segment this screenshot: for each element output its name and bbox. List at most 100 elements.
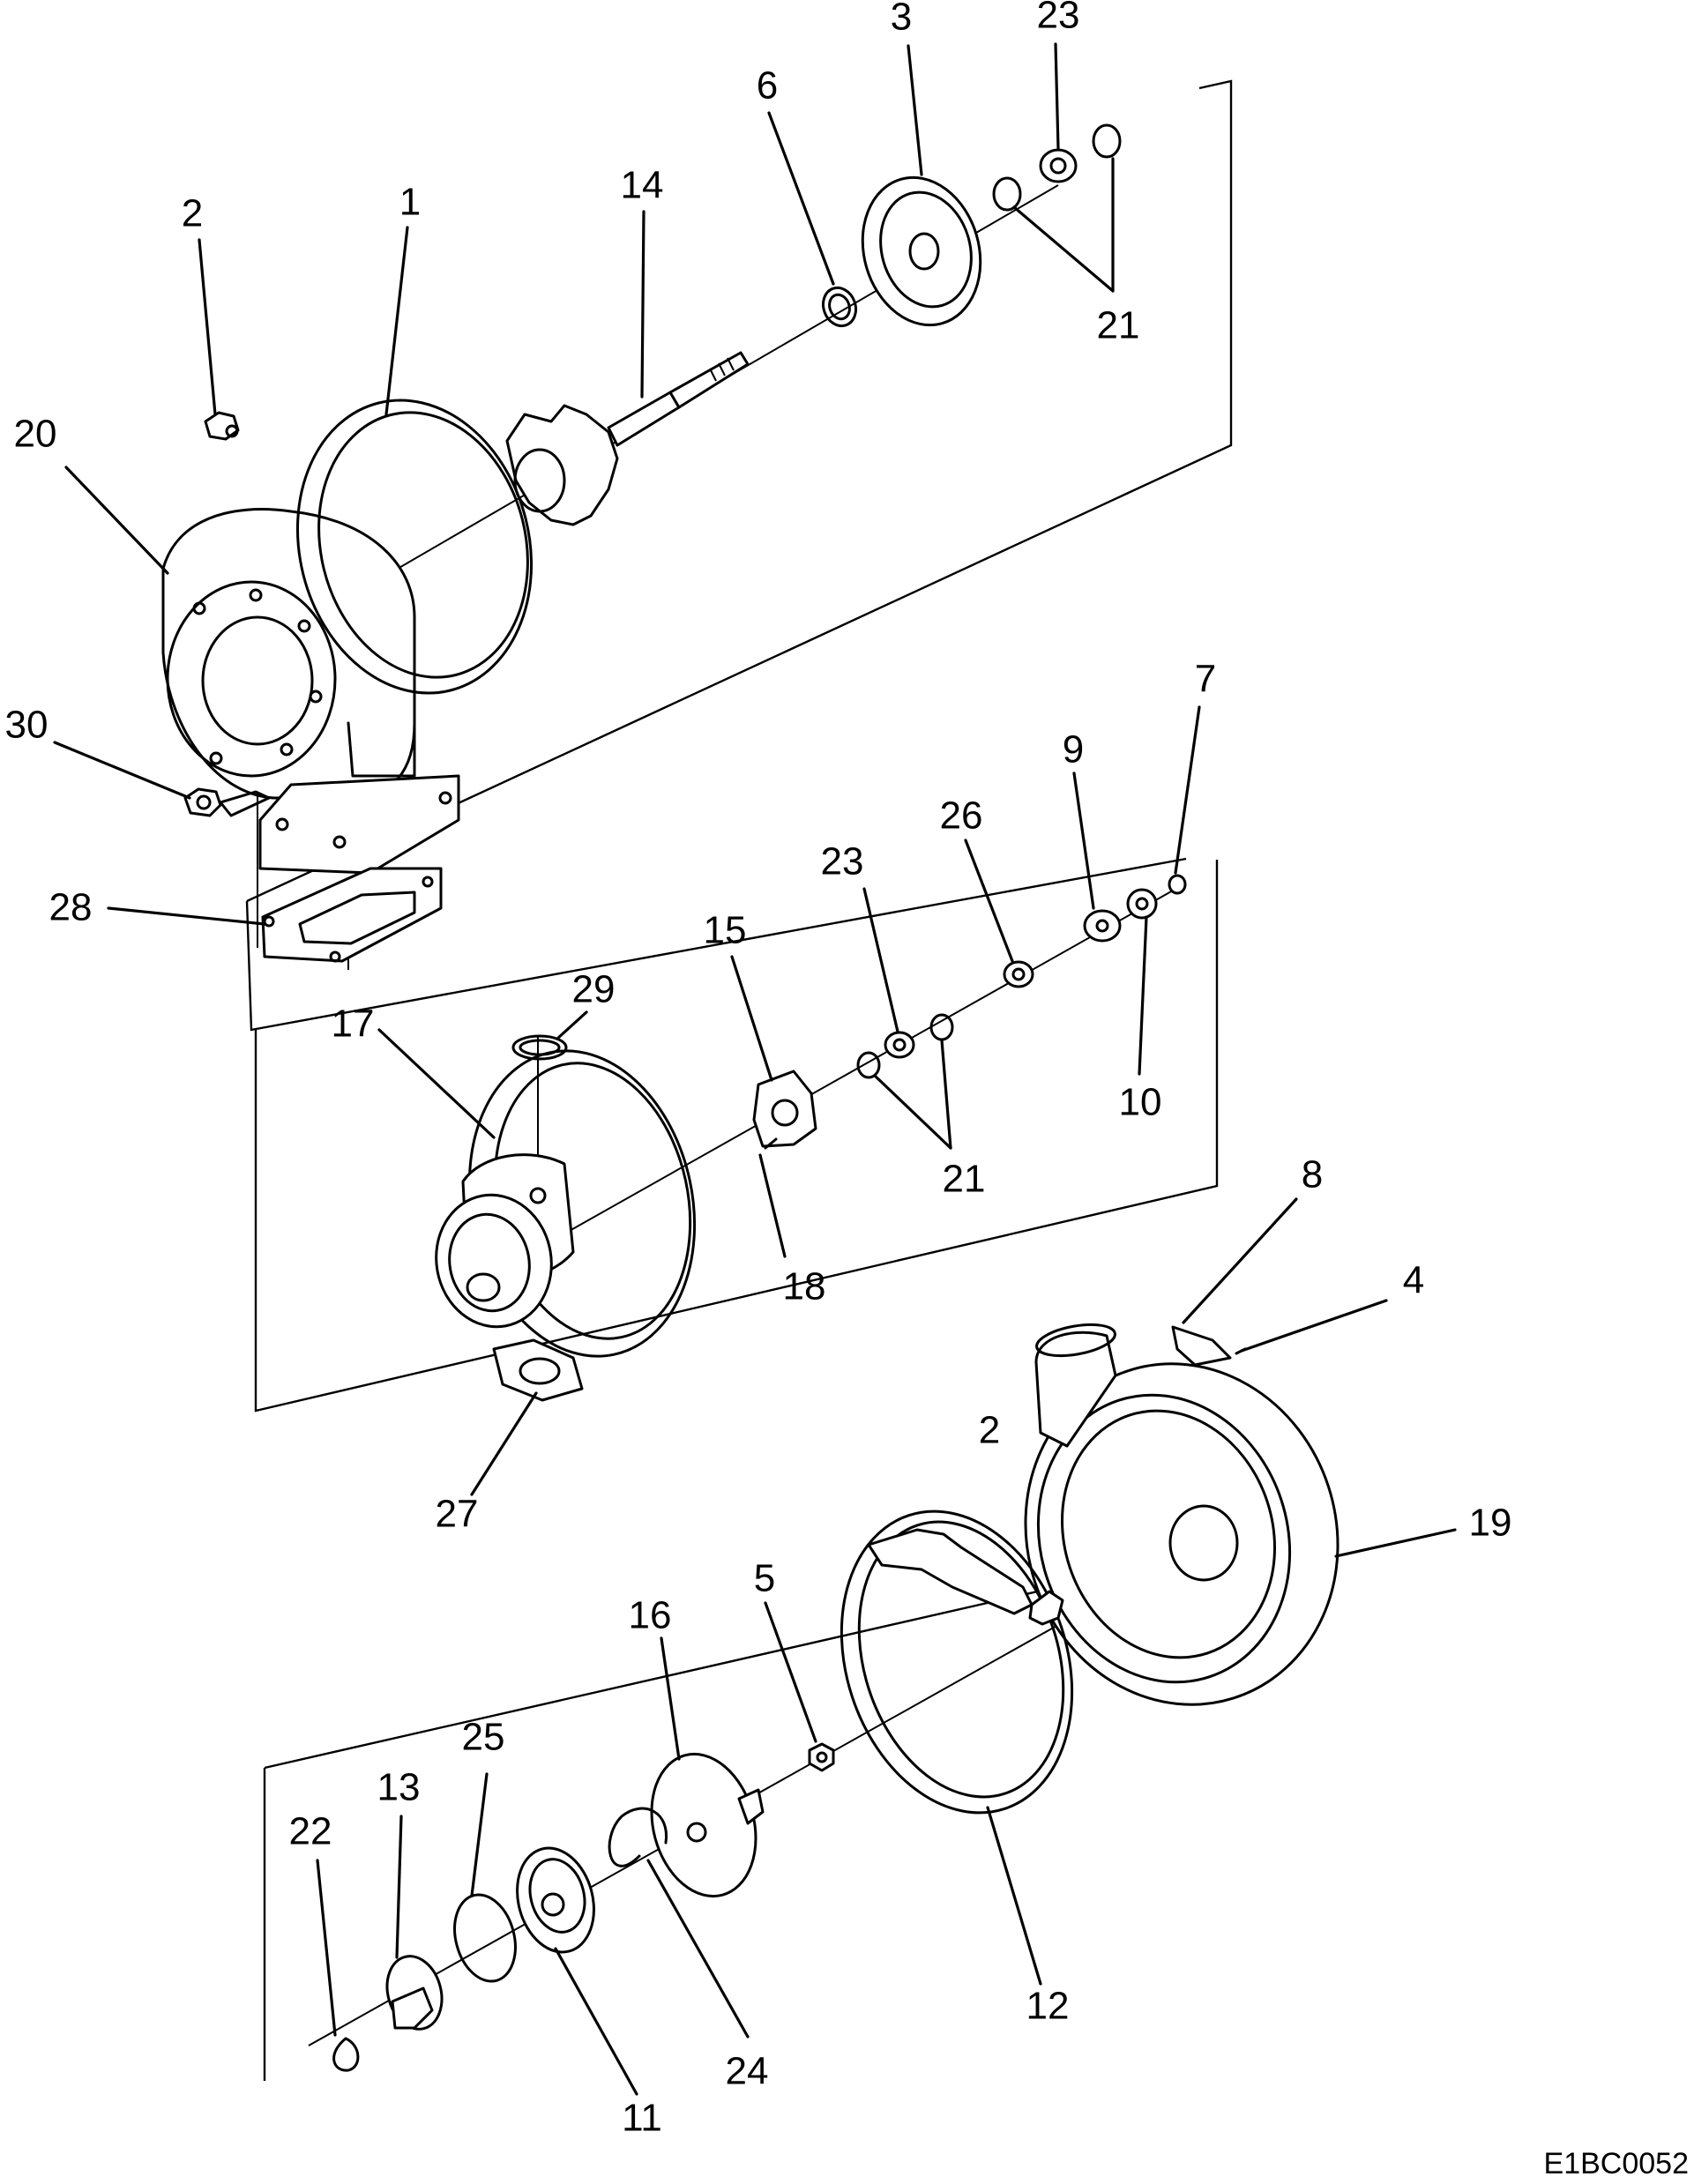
leader-23-mid: [862, 887, 899, 1033]
leader-20: [64, 466, 169, 575]
oil-drain-gasket-hole: [519, 1357, 561, 1385]
oil-drain-gasket-plate: [492, 1338, 584, 1402]
center-axis: [484, 890, 1174, 1279]
heat-shield-1: [295, 399, 534, 695]
turbine-shaft: [607, 391, 681, 447]
nut-2-bore: [225, 424, 239, 438]
gasket-hole-1: [263, 915, 275, 928]
leader-17: [377, 1028, 496, 1139]
callout-17: 17: [332, 1003, 375, 1046]
thrust-collar-23: [1039, 148, 1078, 183]
callout-2-bottom: 2: [979, 1409, 1000, 1452]
callout-23-mid: 23: [821, 840, 864, 883]
outlet-gasket: [261, 867, 443, 963]
compressor-housing-19: [1024, 1323, 1340, 1706]
seal-ring-6-outer: [821, 286, 858, 328]
leader-11: [554, 1947, 638, 2096]
leader-5: [764, 1601, 817, 1743]
thread-3: [727, 357, 735, 371]
callout-18: 18: [783, 1265, 826, 1308]
o-ring-25: [453, 1893, 517, 1983]
o-ring-29: [511, 1034, 568, 1061]
oil-deflector-13-tab: [391, 1986, 434, 2030]
flange-hole-6: [209, 751, 223, 765]
leader-13: [395, 1815, 403, 1959]
spacer-26: [1003, 960, 1034, 988]
callout-25: 25: [462, 1716, 505, 1759]
center-group-frame: [254, 860, 1219, 1413]
callout-12: 12: [1026, 1985, 1070, 2028]
leader-22: [316, 1859, 337, 2037]
leader-19: [1334, 1528, 1457, 1558]
leader-24: [646, 1859, 750, 2039]
leader-21b-right: [940, 1039, 952, 1150]
thread-2: [718, 362, 726, 376]
seal-plate-3: [861, 175, 982, 327]
callout-27: 27: [436, 1493, 479, 1536]
turbine-housing-flange: [166, 580, 337, 778]
callout-2-top: 2: [182, 192, 203, 235]
outlet-hole-2: [332, 835, 347, 849]
compressor-housing-face: [1036, 1393, 1292, 1684]
nameplate-8: [1171, 1325, 1247, 1367]
thrust-bearing-plate: [752, 1070, 817, 1148]
gasket-hole-3: [422, 876, 434, 888]
retaining-ring-21a: [992, 176, 1022, 212]
seal-plate-outer: [861, 175, 982, 327]
turbine-shaft-end: [668, 351, 750, 409]
callout-20: 20: [14, 413, 57, 456]
callout-9: 9: [1063, 728, 1084, 771]
v-band-outer: [840, 1509, 1074, 1815]
leader-4: [1240, 1299, 1388, 1353]
nameplate-8-body: [1171, 1325, 1232, 1367]
turbine-outlet-flange: [258, 774, 460, 875]
leader-10: [1138, 915, 1148, 1076]
center-housing-front-inner: [448, 1212, 531, 1313]
outlet-gasket-plate: [261, 867, 443, 963]
leader-23-top: [1054, 42, 1060, 150]
thrust-bearing-15: [752, 1070, 817, 1150]
thrust-collar-23b-bore: [892, 1038, 907, 1052]
callout-1: 1: [399, 181, 421, 224]
leader-7: [1174, 705, 1201, 875]
callout-4: 4: [1403, 1259, 1424, 1302]
compressor-housing-diffuser: [1061, 1409, 1276, 1659]
callout-5: 5: [754, 1557, 775, 1600]
leader-8: [1182, 1197, 1298, 1324]
leader-21b-left: [873, 1074, 952, 1150]
leader-1: [384, 226, 409, 416]
callout-22: 22: [289, 1810, 332, 1853]
callout-15: 15: [704, 909, 747, 952]
wheel-nut-5-bore: [816, 1751, 828, 1763]
snap-ring-24: [608, 1807, 668, 1867]
figure-code: E1BC0052: [1544, 2147, 1689, 2180]
insert-11-bore: [541, 1892, 565, 1917]
leader-26: [964, 839, 1014, 963]
callout-16: 16: [629, 1594, 672, 1637]
oil-inlet-port: [529, 1187, 547, 1204]
thrust-collar-bore: [1049, 157, 1067, 175]
compressor-small-parts: [332, 1742, 835, 2072]
callout-23-top: 23: [1037, 0, 1080, 37]
compressor-outlet-flange: [1035, 1323, 1116, 1358]
compressor-housing-body: [1024, 1362, 1340, 1706]
thrust-bearing-bore: [771, 1099, 799, 1127]
callout-19: 19: [1469, 1502, 1512, 1545]
callout-30: 30: [5, 704, 49, 747]
flange-hole-4: [309, 689, 323, 704]
turbine-outlet-neck: [347, 721, 416, 778]
callout-29: 29: [572, 968, 616, 1011]
retaining-ring-21c: [856, 1051, 881, 1079]
compressor-wheel-hub: [737, 1788, 765, 1825]
turbine-wheel-shaft-14: [505, 351, 750, 526]
callout-7: 7: [1195, 658, 1216, 701]
nut-30-body: [183, 787, 222, 817]
thrust-collar-group-top: [992, 123, 1122, 212]
callout-13: 13: [377, 1766, 421, 1809]
wheel-nut-5: [808, 1742, 835, 1772]
leader-3: [907, 44, 923, 176]
oil-drain-gasket-27: [492, 1338, 584, 1402]
washer-9-bore: [1095, 919, 1109, 933]
compressor-wheel-bore: [686, 1822, 707, 1843]
